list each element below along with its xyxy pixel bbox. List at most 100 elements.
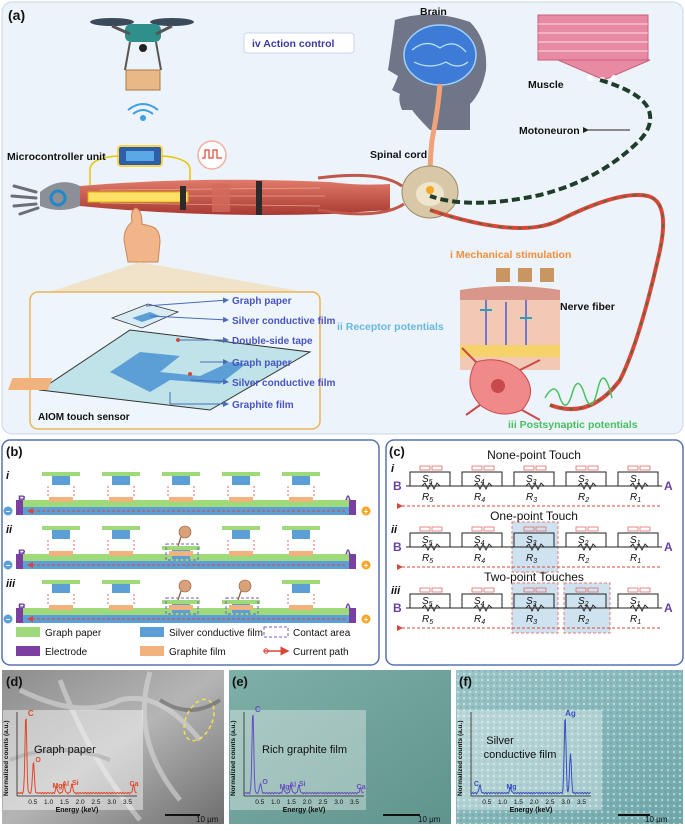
finger-icon	[178, 579, 192, 593]
sensor-unit	[162, 525, 200, 561]
eds-tick-label: 3.0	[107, 799, 116, 806]
panel-d-scale: 10 μm	[196, 815, 219, 824]
unit-graph-paper	[282, 580, 320, 584]
resistor-label: R3	[526, 614, 537, 626]
eds-tick-label: 3.5	[577, 799, 586, 806]
unit-graphite	[289, 605, 313, 610]
eds-x-label: Energy (keV)	[510, 807, 553, 814]
eds-tick-label: 0.5	[28, 799, 37, 806]
electrode-left	[16, 608, 23, 623]
legend-graph-paper: Graph paper	[45, 628, 102, 639]
legend-swatch-electrode	[16, 646, 40, 656]
panel-c-row-num: ii	[391, 524, 398, 536]
eds-peak-label: C	[28, 709, 34, 718]
sensor-unit	[222, 579, 260, 615]
sem-image-d	[2, 670, 224, 824]
switch-label: S4	[474, 596, 485, 608]
postsynaptic-wave	[544, 377, 613, 406]
unit-graphite	[229, 605, 253, 610]
legend-electrode: Electrode	[45, 647, 88, 658]
eds-peak-label: Si	[299, 781, 306, 788]
neuron-icon	[461, 347, 541, 421]
finger-icon	[238, 579, 252, 593]
switch-label: S2	[578, 535, 589, 547]
eds-tick-label: 0.5	[482, 799, 491, 806]
contact-area	[225, 597, 259, 615]
switch-icon	[471, 526, 483, 532]
resistor-icon	[577, 542, 597, 552]
panel-c-end-b: B	[393, 540, 402, 554]
sensor-layer-1: Graph paper	[232, 296, 292, 307]
legend-current: Current path	[293, 647, 349, 658]
legend-contact: Contact area	[293, 628, 351, 639]
pulse-signal-icon	[197, 140, 227, 170]
eds-tick-label: 1.0	[271, 799, 280, 806]
resistor-icon	[473, 603, 493, 613]
microcontroller-label: Microcontroller unit	[7, 151, 106, 163]
unit-silver	[292, 476, 310, 485]
switch-label: S3	[526, 474, 537, 486]
sensor-unit	[222, 472, 260, 502]
panel-e-title: Rich graphite film	[262, 744, 347, 756]
sensor-unit	[282, 580, 320, 610]
receptor-potentials-label: ii Receptor potentials	[337, 321, 444, 333]
unit-graph-paper	[162, 600, 200, 604]
eds-tick-label: 2.0	[530, 799, 539, 806]
contact-area	[165, 597, 199, 615]
svg-text:−: −	[6, 615, 11, 624]
eds-tick-label: 0.5	[255, 799, 264, 806]
switch-label: S5	[422, 474, 433, 486]
sensor-unit	[282, 526, 320, 556]
contact-area	[165, 543, 199, 561]
unit-graphite	[229, 497, 253, 502]
drone-icon	[90, 18, 194, 91]
silver-film-base	[16, 561, 356, 569]
switch-label: S5	[422, 596, 433, 608]
legend-silver: Silver conductive film	[169, 628, 263, 639]
switch-icon	[575, 526, 587, 532]
unit-silver	[292, 584, 310, 593]
resistor-icon	[525, 603, 545, 613]
unit-graph-paper	[222, 600, 260, 604]
eds-spectrum-line	[243, 714, 364, 795]
sensor-unit	[42, 472, 80, 502]
sensor-unit	[102, 580, 140, 610]
unit-graph-paper	[42, 472, 80, 476]
sensor-inset	[8, 291, 321, 430]
eds-peak-label: O	[35, 757, 41, 764]
eds-peak-label: C	[255, 705, 261, 714]
panel-c-end-a: A	[664, 479, 673, 493]
legend-swatch-graph-paper	[16, 627, 40, 637]
sensor-layer-2: Silver conductive film	[232, 316, 335, 327]
eds-peak-label: C	[474, 781, 479, 788]
resistor-label: R4	[474, 614, 485, 626]
unit-graphite	[169, 551, 193, 556]
plus-terminal-icon	[361, 560, 371, 570]
eds-tick-label: 3.0	[334, 799, 343, 806]
resistor-icon	[525, 542, 545, 552]
eds-peak-label: Ag	[565, 709, 576, 718]
switch-label: S5	[422, 535, 433, 547]
unit-graphite	[229, 551, 253, 556]
unit-graph-paper	[282, 472, 320, 476]
unit-silver	[232, 530, 250, 539]
spinal-cord-icon	[317, 165, 459, 219]
unit-graphite	[49, 497, 73, 502]
brain-label: Brain	[420, 6, 447, 18]
minus-terminal-icon	[3, 506, 13, 516]
panel-e-label: (e)	[232, 674, 248, 689]
panel-c-end-b: B	[393, 479, 402, 493]
resistor-icon	[421, 603, 441, 613]
finger-icon	[178, 525, 192, 539]
sensor-layer-6: Graphite film	[232, 400, 294, 411]
panel-f-title-2: conductive film	[484, 749, 557, 761]
svg-text:+: +	[364, 507, 369, 516]
